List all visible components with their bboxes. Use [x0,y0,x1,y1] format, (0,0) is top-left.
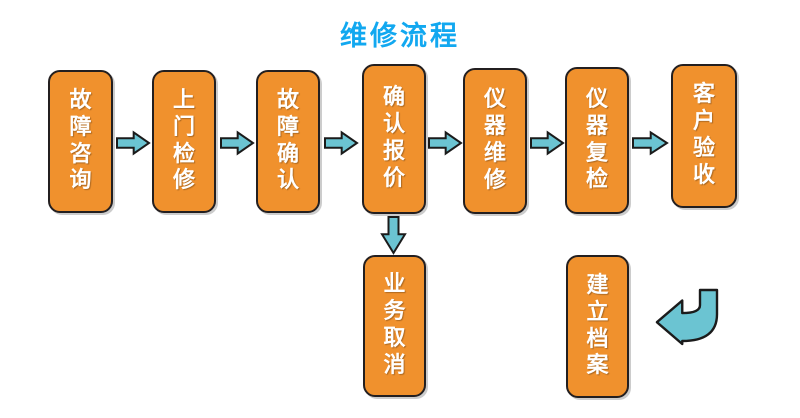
node-label-char: 价 [382,165,405,191]
node-label-char: 收 [692,162,715,188]
node-label-char: 维 [483,141,506,166]
node-label-char: 修 [172,168,195,194]
node-label-char: 客 [692,82,715,108]
node-label-char: 咨 [69,141,92,167]
process-node-onsite-inspect[interactable]: 上门检修 [152,70,216,213]
process-node-fault-consult[interactable]: 故障咨询 [48,70,113,213]
node-label-char: 立 [586,299,609,325]
node-label-char: 档 [586,326,609,352]
arrow-curve-left-icon-archive [653,288,719,346]
node-label-char: 复 [585,140,608,166]
node-label-char: 门 [172,114,195,140]
node-label-char: 建 [586,272,609,298]
node-label-char: 仪 [585,86,608,112]
node-label-char: 认 [382,112,405,138]
node-label-char: 上 [172,87,195,113]
process-node-fault-confirm[interactable]: 故障确认 [256,70,320,213]
node-label-char: 业 [383,272,406,298]
arrow-right-icon-4 [428,130,463,156]
node-label-char: 器 [483,114,506,140]
node-label-char: 确 [276,141,299,167]
node-label-char: 故 [69,87,92,113]
node-label-char: 器 [585,113,608,139]
node-label-char: 取 [383,326,406,351]
node-label-char: 障 [276,114,299,140]
process-node-instrument-repair[interactable]: 仪器维修 [463,68,527,214]
node-label-char: 案 [586,353,609,379]
node-label-char: 务 [383,299,406,325]
node-label-char: 验 [692,136,715,161]
process-node-business-cancel[interactable]: 业务取消 [363,255,426,397]
page-title: 维修流程 [340,21,460,52]
process-node-instrument-recheck[interactable]: 仪器复检 [565,67,629,214]
node-label-char: 询 [69,168,92,194]
arrow-right-icon-6 [632,130,669,156]
node-label-char: 报 [382,139,405,164]
arrow-right-icon-3 [324,130,359,156]
node-label-char: 检 [585,167,608,193]
node-label-char: 户 [692,109,715,135]
process-node-create-archive[interactable]: 建立档案 [566,255,629,398]
node-label-char: 障 [69,114,92,140]
node-label-char: 仪 [483,87,506,113]
process-node-confirm-quote[interactable]: 确认报价 [362,64,426,214]
arrow-down-icon-cancel [380,216,407,255]
node-label-char: 消 [383,352,406,378]
process-node-customer-acceptance[interactable]: 客户验收 [671,64,737,208]
node-label-char: 认 [276,168,299,194]
arrow-right-icon-2 [220,130,255,156]
arrow-right-icon-5 [530,130,565,156]
arrow-right-icon-1 [116,130,151,156]
node-label-char: 修 [483,167,506,193]
node-label-char: 检 [172,141,195,167]
node-label-char: 确 [382,85,405,111]
node-label-char: 故 [276,87,299,113]
